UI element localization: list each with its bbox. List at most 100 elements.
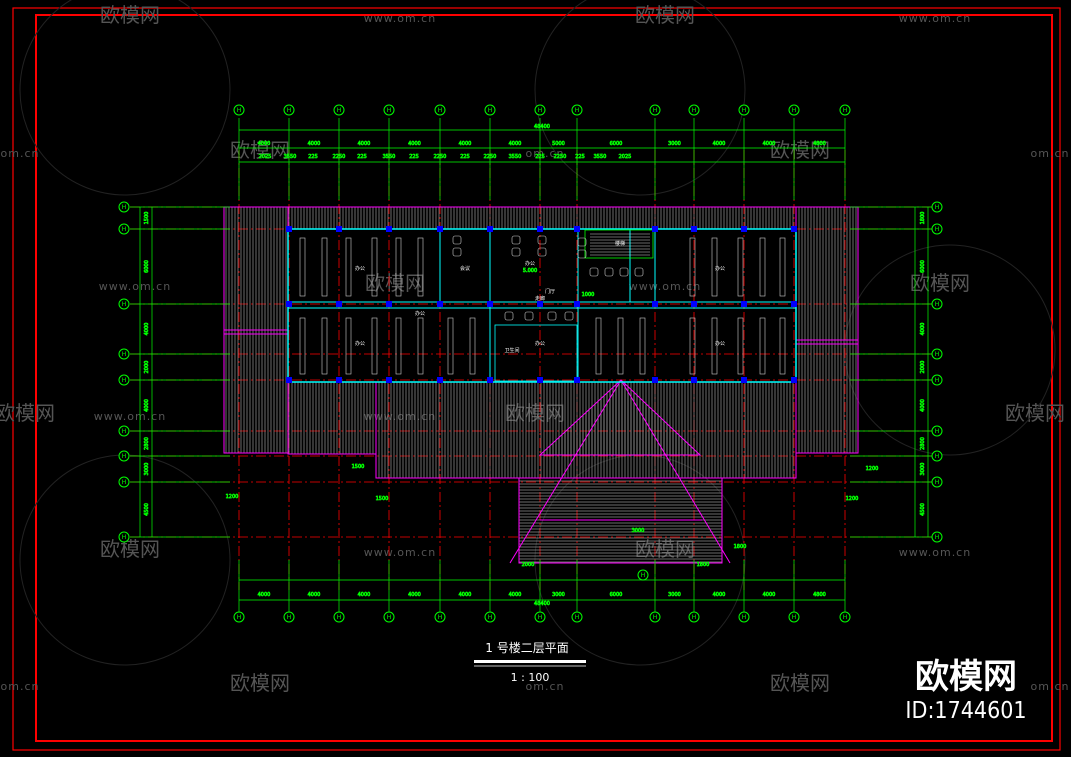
grid-bubble: H (118, 223, 130, 235)
dimension-label: 4800 (813, 592, 826, 598)
svg-text:H: H (538, 614, 543, 621)
dimension-label: 1500 (376, 496, 389, 502)
grid-bubble: H (484, 104, 496, 116)
desk (689, 237, 696, 297)
column (487, 301, 493, 307)
watermark-text: 欧模网 (770, 138, 830, 162)
grid-bubble: H (534, 104, 546, 116)
grid-bubble: H (118, 476, 130, 488)
dimension-label: 2250 (484, 154, 497, 160)
dimension-label: 3550 (509, 154, 522, 160)
grid-bubble: H (931, 298, 943, 310)
svg-text:H: H (692, 107, 697, 114)
svg-text:H: H (337, 614, 342, 621)
dimension-label: 4000 (713, 592, 726, 598)
fixture (634, 267, 644, 277)
grid-bubble: H (788, 104, 800, 116)
desk (759, 237, 766, 297)
grid-bubble: H (931, 201, 943, 213)
brand-logo: 欧模网 (915, 657, 1017, 697)
drawing-title: 1 号楼二层平面 (485, 640, 568, 655)
grid-bubble: H (688, 611, 700, 623)
dimension-label: 3000 (552, 592, 565, 598)
svg-text:H: H (387, 614, 392, 621)
dimension-lines: 4840048400400040004000400040004000400040… (130, 118, 940, 612)
watermark-url: www.om.cn (899, 12, 971, 25)
desk (689, 317, 696, 375)
dimension-label: 1200 (846, 496, 859, 502)
desk (371, 317, 378, 375)
roof-hatch (223, 206, 859, 564)
column (791, 226, 797, 232)
dimension-label: 2000 (144, 361, 150, 374)
brand-id: ID:1744601 (905, 698, 1026, 724)
dimension-label: 3000 (668, 592, 681, 598)
column (286, 377, 292, 383)
desk (321, 237, 328, 297)
column (741, 301, 747, 307)
column (537, 226, 543, 232)
watermark-text: 欧模网 (365, 271, 425, 295)
dimension-label: 2800 (144, 437, 150, 450)
svg-text:H: H (843, 614, 848, 621)
grid-bubble: H (118, 531, 130, 543)
watermark-text: 欧模网 (635, 3, 695, 27)
svg-text:H: H (122, 453, 127, 460)
watermark-url: om.cn (1, 680, 40, 693)
dimension-label: 3550 (594, 154, 607, 160)
column (652, 301, 658, 307)
grid-bubble: H (283, 104, 295, 116)
watermark-text: 欧模网 (770, 671, 830, 695)
room-label: 走廊 (535, 295, 545, 302)
dimension-label: 4000 (308, 141, 321, 147)
dimension-label: 1200 (226, 494, 239, 500)
watermark-text: 欧模网 (100, 3, 160, 27)
grid-bubble: H (118, 374, 130, 386)
dimension-label: 3000 (144, 463, 150, 476)
room-label: 会议 (460, 265, 470, 272)
svg-text:H: H (742, 107, 747, 114)
dimension-label: 3000 (668, 141, 681, 147)
grid-bubble: H (788, 611, 800, 623)
room-label: 办公 (715, 265, 725, 272)
dimension-label: 1800 (734, 544, 747, 550)
desk (779, 237, 786, 297)
grid-bubble: H (434, 104, 446, 116)
fixture (619, 267, 629, 277)
column (691, 377, 697, 383)
dimension-label: 2000 (920, 361, 926, 374)
grid-bubble: H (571, 611, 583, 623)
watermark-text: 欧模网 (230, 138, 290, 162)
desk (395, 237, 402, 297)
dimension-label: 1500 (144, 212, 150, 225)
dimension-label: 4000 (459, 141, 472, 147)
svg-text:H: H (237, 107, 242, 114)
dimension-label: 3000 (632, 528, 645, 534)
dimension-label: 225 (575, 154, 585, 160)
column (791, 377, 797, 383)
fixture (452, 247, 462, 257)
svg-text:H: H (653, 107, 658, 114)
fixture (589, 267, 599, 277)
svg-text:H: H (122, 377, 127, 384)
column (537, 377, 543, 383)
dimension-label: 6000 (144, 260, 150, 273)
drawing-title-block: 1 号楼二层平面 1 : 100 (474, 640, 586, 684)
dimension-label: 2800 (920, 437, 926, 450)
grid-bubble: H (931, 531, 943, 543)
column (741, 377, 747, 383)
svg-text:H: H (488, 614, 493, 621)
watermark-text: 欧模网 (1005, 401, 1065, 425)
dimension-label: 4000 (713, 141, 726, 147)
grid-bubble: H (931, 374, 943, 386)
dimension-label: 1800 (697, 562, 710, 568)
column (574, 301, 580, 307)
svg-text:H: H (935, 301, 940, 308)
desk (737, 317, 744, 375)
grid-bubble: H (931, 425, 943, 437)
desk (759, 317, 766, 375)
svg-text:H: H (488, 107, 493, 114)
dimension-label: 1000 (582, 292, 595, 298)
